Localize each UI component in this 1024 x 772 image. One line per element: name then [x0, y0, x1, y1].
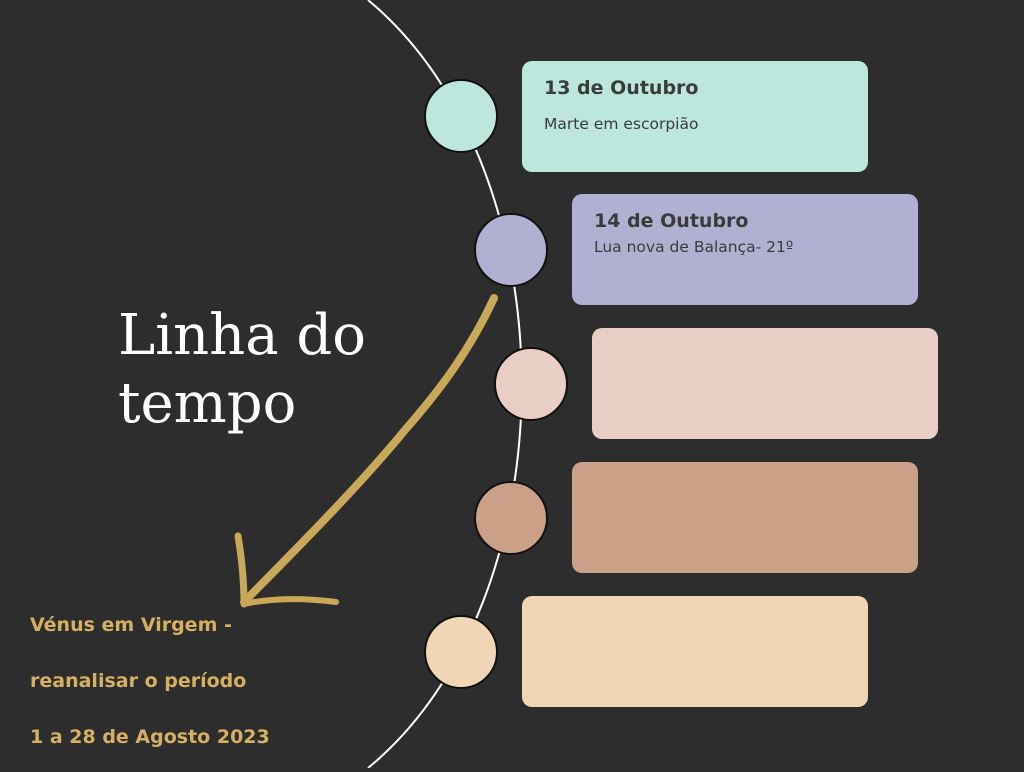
timeline-dot — [474, 213, 548, 287]
timeline-card: 14 de Outubro Lua nova de Balança- 21º — [572, 194, 918, 305]
card-date: 13 de Outubro — [544, 77, 699, 99]
card-text: Lua nova de Balança- 21º — [594, 238, 794, 256]
timeline-dot — [494, 347, 568, 421]
timeline-card: 13 de Outubro Marte em escorpião — [522, 61, 868, 172]
note-line-2: reanalisar o período — [30, 670, 247, 692]
timeline-dot — [424, 615, 498, 689]
page-title: Linha do tempo — [118, 302, 366, 438]
title-line-2: tempo — [118, 371, 297, 436]
card-date: 14 de Outubro — [594, 210, 749, 232]
venus-note: Vénus em Virgem - reanalisar o período 1… — [30, 604, 270, 772]
title-line-1: Linha do — [118, 303, 366, 368]
card-text: Marte em escorpião — [544, 115, 699, 133]
timeline-dot — [474, 481, 548, 555]
arrow-icon — [234, 294, 498, 608]
timeline-card — [572, 462, 918, 573]
timeline-card — [522, 596, 868, 707]
timeline-card — [592, 328, 938, 439]
note-line-3: 1 a 28 de Agosto 2023 — [30, 726, 270, 748]
timeline-dot — [424, 79, 498, 153]
note-line-1: Vénus em Virgem - — [30, 614, 232, 636]
